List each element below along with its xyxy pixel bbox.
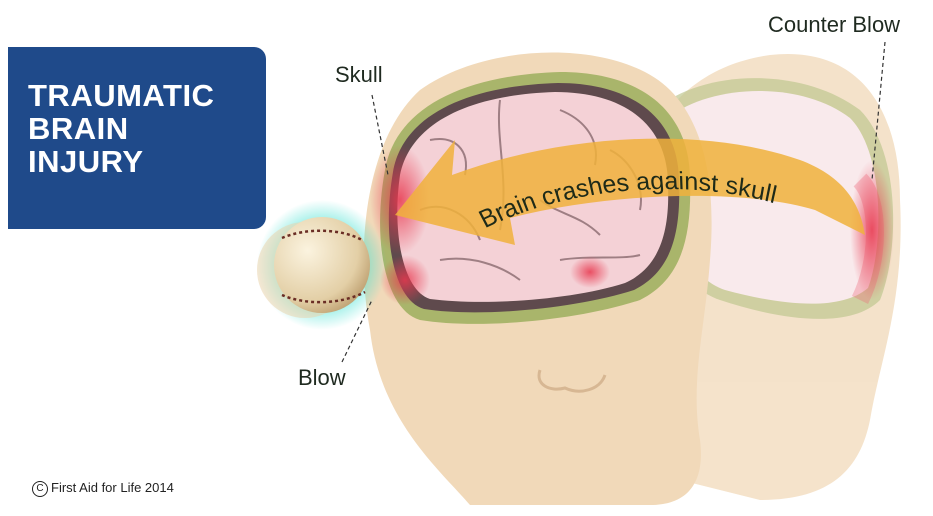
blow-label: Blow <box>298 365 346 391</box>
skull-label: Skull <box>335 62 383 88</box>
title-panel: TRAUMATIC BRAIN INJURY <box>8 47 266 229</box>
copyright-icon: C <box>32 481 48 497</box>
title-line-3: INJURY <box>28 145 266 178</box>
title-line-2: BRAIN <box>28 112 266 145</box>
title-line-1: TRAUMATIC <box>28 79 266 112</box>
copyright: CFirst Aid for Life 2014 <box>32 480 174 497</box>
counter-blow-label: Counter Blow <box>768 12 900 38</box>
copyright-text: First Aid for Life 2014 <box>51 480 174 495</box>
